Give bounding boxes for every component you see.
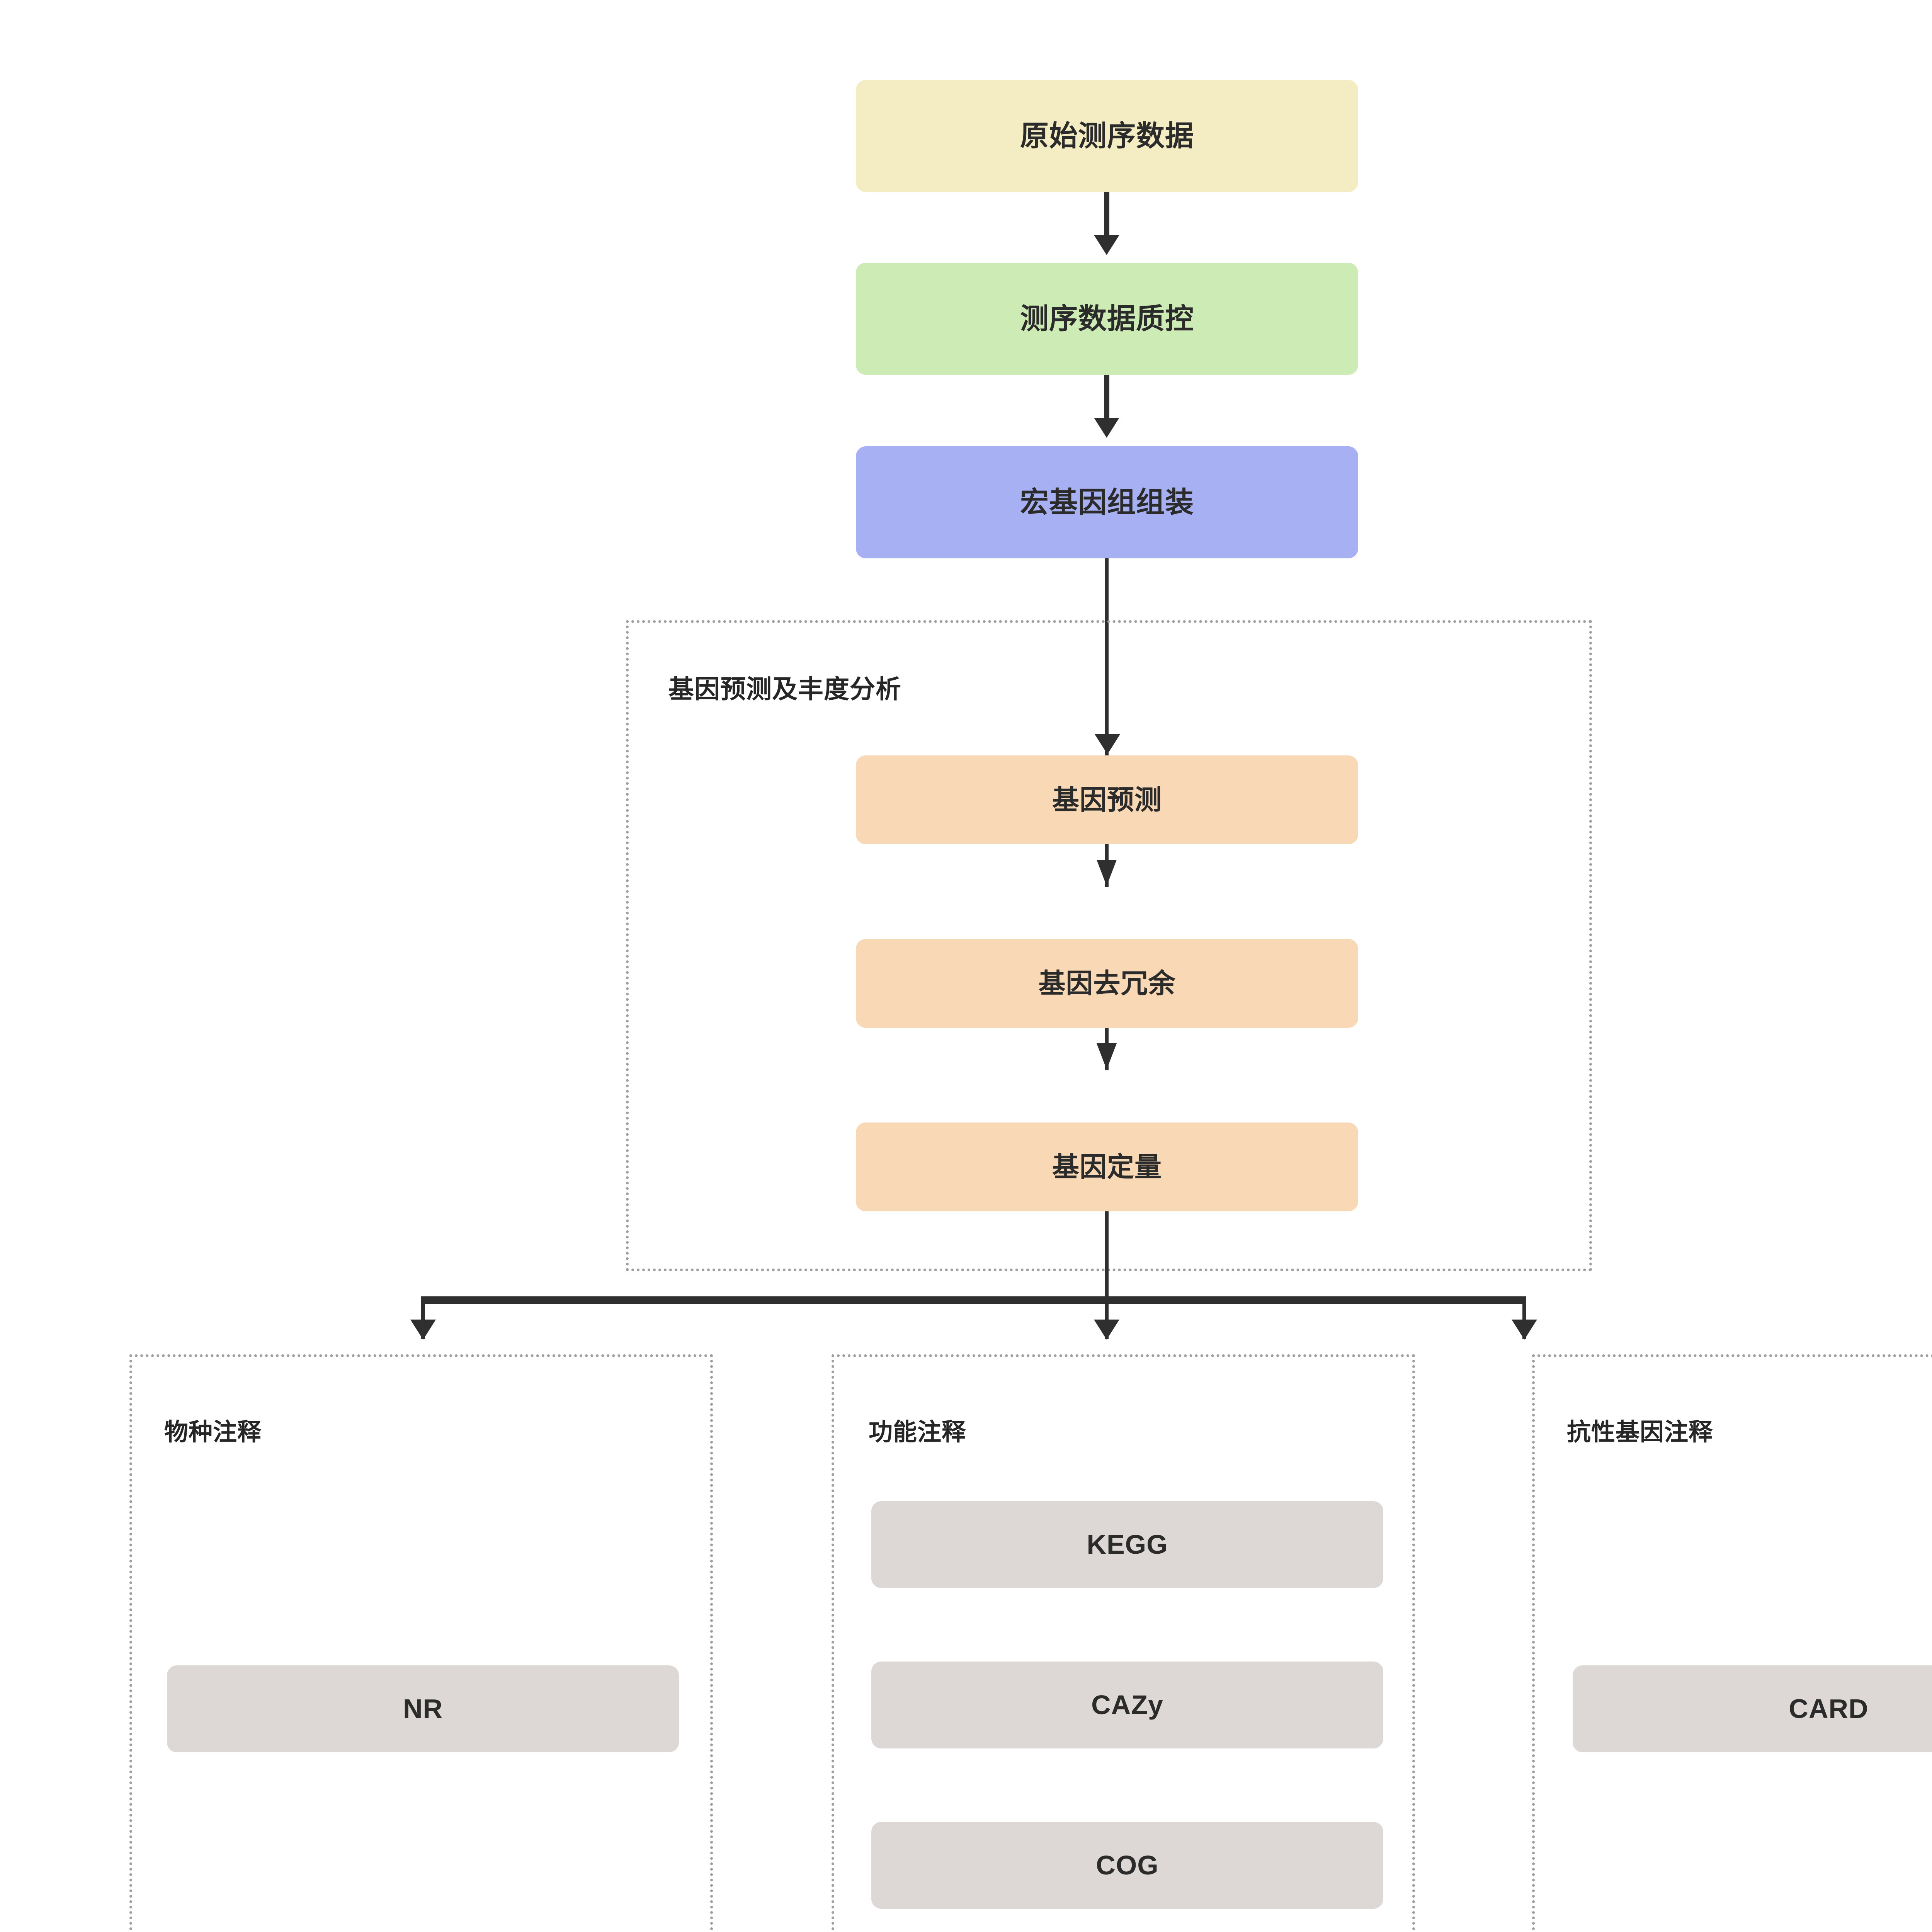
node-label: NR (403, 1694, 443, 1724)
arrowhead-branch-function (1094, 1320, 1119, 1340)
node-gene-deredundancy[interactable]: 基因去冗余 (856, 939, 1358, 1028)
node-database-cog[interactable]: COG (871, 1822, 1383, 1909)
connector-fanout-bar (421, 1296, 1526, 1304)
connector-gene-group-stem (1105, 1211, 1109, 1299)
arrowhead-dedup-to-quantification (1097, 1043, 1117, 1070)
connector-assembly-to-gene-prediction (1105, 558, 1109, 755)
group-taxonomic-annotation (129, 1354, 713, 1932)
group-title-taxonomic-annotation: 物种注释 (164, 1419, 262, 1446)
node-gene-quantification[interactable]: 基因定量 (856, 1122, 1358, 1211)
connector-branch-resistance (1522, 1296, 1526, 1339)
node-label: 宏基因组组装 (1020, 486, 1194, 519)
arrowhead-gene-prediction-to-dedup (1097, 860, 1117, 886)
node-label: 原始测序数据 (1020, 120, 1194, 152)
node-metagenome-assembly[interactable]: 宏基因组组装 (856, 446, 1358, 558)
group-title-gene-prediction: 基因预测及丰度分析 (668, 675, 901, 703)
connector-raw-to-qc (1104, 192, 1109, 240)
arrowhead-branch-resistance (1512, 1320, 1537, 1340)
connector-branch-function (1105, 1296, 1109, 1339)
node-label: 基因预测 (1052, 784, 1162, 815)
node-quality-control[interactable]: 测序数据质控 (856, 263, 1358, 375)
node-database-kegg[interactable]: KEGG (871, 1501, 1383, 1588)
node-label: CARD (1789, 1694, 1869, 1724)
node-label: CAZy (1091, 1690, 1163, 1720)
group-gene-prediction-and-abundance (626, 620, 1592, 1271)
group-title-resistance-gene-annotation: 抗性基因注释 (1567, 1419, 1713, 1446)
node-label: COG (1096, 1850, 1159, 1881)
node-label: KEGG (1087, 1529, 1168, 1560)
group-resistance-gene-annotation (1532, 1354, 1932, 1932)
node-raw-sequencing-data[interactable]: 原始测序数据 (856, 80, 1358, 192)
connector-qc-to-assembly (1104, 375, 1109, 423)
node-label: 基因定量 (1052, 1151, 1162, 1182)
group-functional-annotation (832, 1354, 1415, 1932)
node-database-nr[interactable]: NR (167, 1665, 679, 1752)
node-database-card[interactable]: CARD (1573, 1665, 1932, 1752)
group-title-functional-annotation: 功能注释 (869, 1419, 966, 1446)
connector-branch-taxonomy (421, 1296, 425, 1339)
arrowhead-assembly-to-gene-prediction (1095, 734, 1120, 754)
node-label: 测序数据质控 (1020, 303, 1194, 335)
node-gene-prediction[interactable]: 基因预测 (856, 755, 1358, 844)
node-label: 基因去冗余 (1038, 968, 1176, 998)
arrowhead-qc-to-assembly (1094, 418, 1119, 438)
node-database-cazy[interactable]: CAZy (871, 1662, 1383, 1748)
arrowhead-branch-taxonomy (410, 1320, 436, 1340)
arrowhead-raw-to-qc (1094, 235, 1119, 255)
